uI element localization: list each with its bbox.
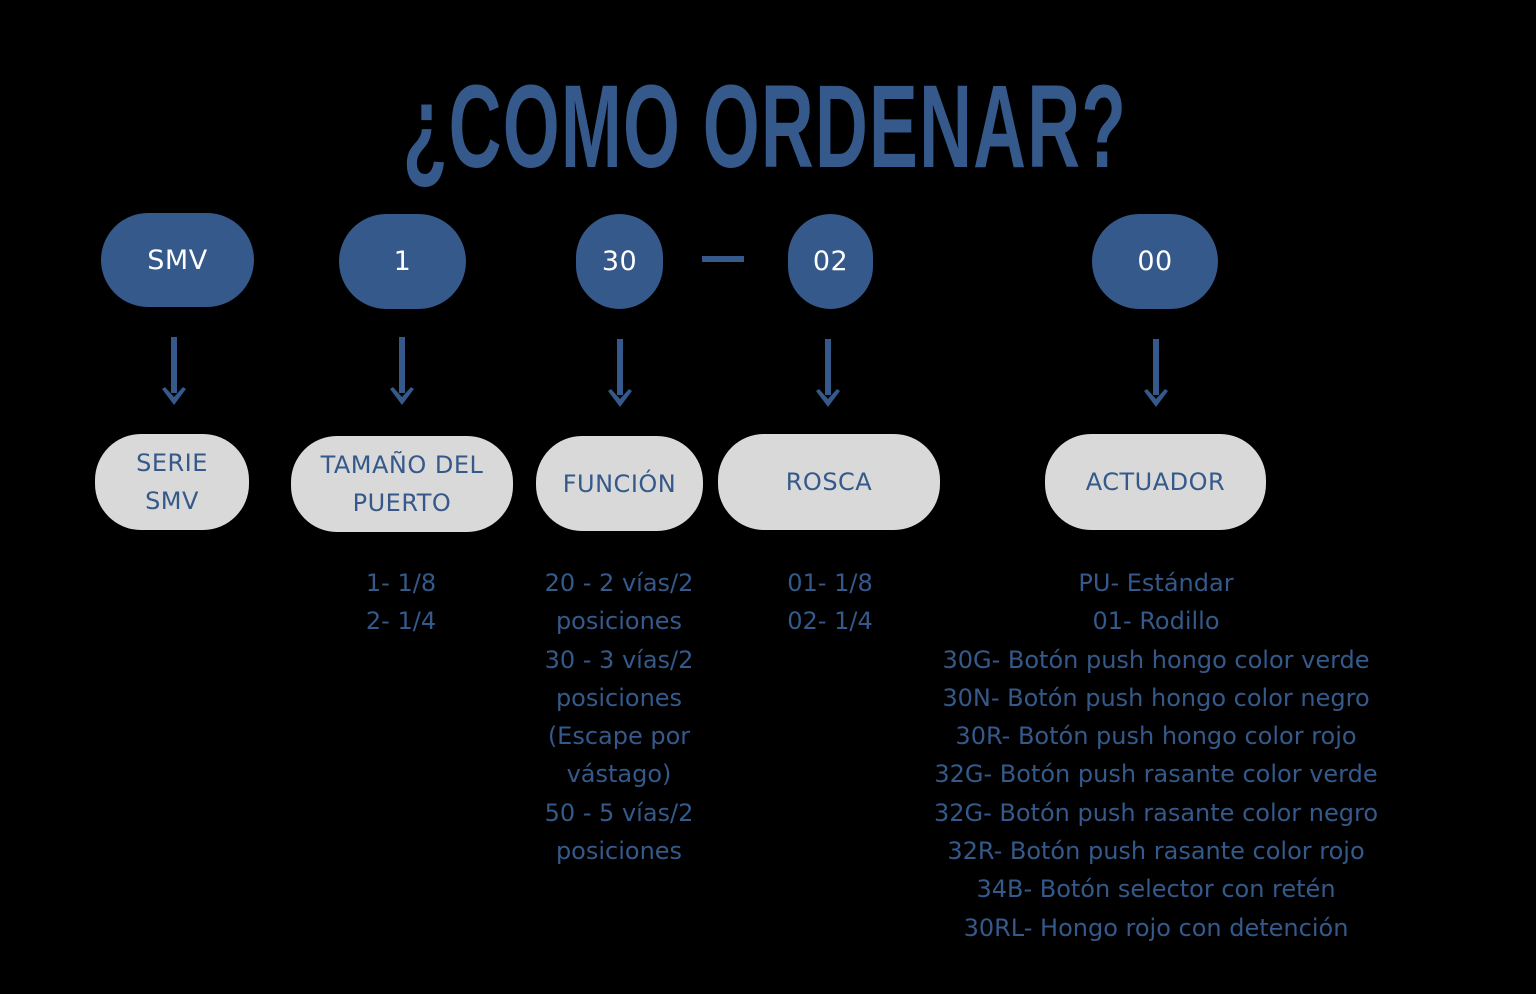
option-item: 20 - 2 vías/2 xyxy=(544,569,694,597)
label-line: ACTUADOR xyxy=(1085,468,1226,496)
option-item: 32G- Botón push rasante color verde xyxy=(934,760,1378,789)
option-item: posiciones xyxy=(555,683,683,712)
option-item: PU- Estándar xyxy=(1078,569,1234,597)
options-puerto: 1- 1/8 2- 1/4 xyxy=(301,564,501,641)
option-item: posiciones xyxy=(555,837,683,866)
option-item: 2- 1/4 xyxy=(365,607,437,636)
label-rosca: ROSCA xyxy=(718,434,940,530)
option-item: 02- 1/4 xyxy=(787,607,873,636)
label-line: SERIE xyxy=(136,449,208,477)
options-funcion: 20 - 2 vías/2 posiciones 30 - 3 vías/2 p… xyxy=(509,564,729,870)
label-line: FUNCIÓN xyxy=(562,469,677,498)
label-actuador: ACTUADOR xyxy=(1045,434,1266,530)
option-item: posiciones xyxy=(555,607,683,636)
page-title: ¿COMO ORDENAR? xyxy=(402,61,1128,193)
option-item: 34B- Botón selector con retén xyxy=(976,875,1336,904)
label-line: ROSCA xyxy=(785,468,873,496)
code-text: 1 xyxy=(393,246,412,277)
label-line: TAMAÑO DEL xyxy=(320,451,484,479)
option-item: 30G- Botón push hongo color verde xyxy=(942,645,1370,674)
option-item: 32R- Botón push rasante color rojo xyxy=(947,837,1365,866)
options-rosca: 01- 1/8 02- 1/4 xyxy=(740,564,920,641)
option-item: 32G- Botón push rasante color negro xyxy=(933,798,1379,827)
code-text: SMV xyxy=(147,244,208,276)
label-serie: SERIE SMV xyxy=(95,434,249,530)
options-actuador: PU- Estándar 01- Rodillo 30G- Botón push… xyxy=(856,564,1456,947)
code-text: 00 xyxy=(1137,246,1173,277)
option-item: 30N- Botón push hongo color negro xyxy=(942,683,1370,712)
option-item: 50 - 5 vías/2 xyxy=(544,798,694,827)
arrow-down-icon xyxy=(816,339,840,407)
code-pill-actuador: 00 xyxy=(1092,214,1218,309)
code-pill-funcion: 30 xyxy=(576,214,663,309)
option-item: 30RL- Hongo rojo con detención xyxy=(963,913,1349,942)
code-text: 02 xyxy=(812,246,849,277)
option-item: (Escape por xyxy=(547,722,691,751)
option-item: 01- Rodillo xyxy=(1092,607,1220,636)
option-item: 01- 1/8 xyxy=(787,569,873,597)
arrow-down-icon xyxy=(390,337,414,405)
label-line: PUERTO xyxy=(352,489,452,517)
code-pill-puerto: 1 xyxy=(339,214,466,309)
arrow-down-icon xyxy=(1144,339,1168,407)
separator-dash xyxy=(702,256,744,262)
code-text: 30 xyxy=(601,246,638,277)
code-pill-serie: SMV xyxy=(101,213,254,307)
option-item: 1- 1/8 xyxy=(365,569,437,597)
label-puerto: TAMAÑO DEL PUERTO xyxy=(291,436,513,532)
code-pill-rosca: 02 xyxy=(788,214,873,309)
arrow-down-icon xyxy=(608,339,632,407)
label-funcion: FUNCIÓN xyxy=(536,436,703,531)
option-item: 30 - 3 vías/2 xyxy=(544,645,694,674)
arrow-down-icon xyxy=(162,337,186,405)
label-line: SMV xyxy=(145,487,199,515)
option-item: 30R- Botón push hongo color rojo xyxy=(955,722,1357,751)
option-item: vástago) xyxy=(566,760,672,789)
